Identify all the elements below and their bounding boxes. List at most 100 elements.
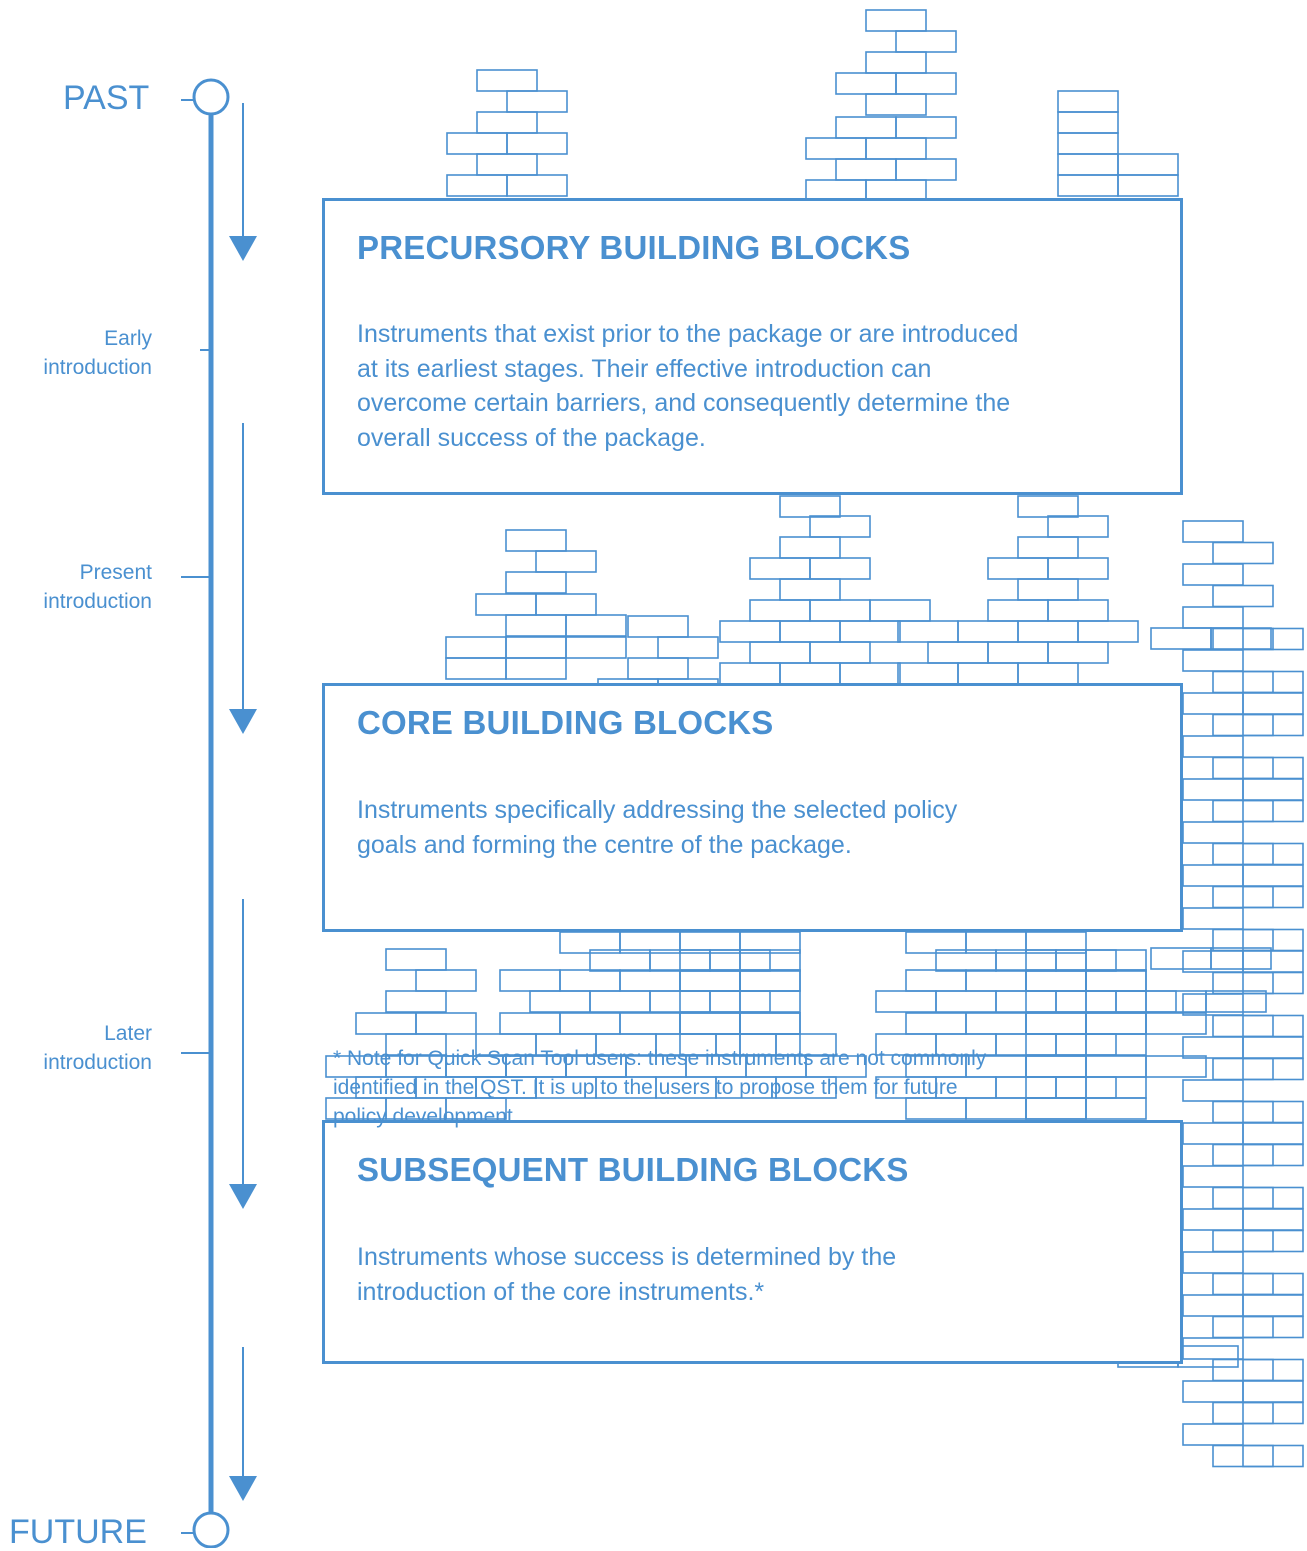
- brick: [476, 153, 538, 176]
- brick: [589, 990, 651, 1013]
- down-arrow-icon: [229, 899, 257, 1209]
- brick: [505, 657, 567, 680]
- brick: [559, 1012, 621, 1035]
- brick: [1077, 620, 1139, 643]
- brick: [1182, 907, 1244, 930]
- brick: [1145, 1012, 1207, 1035]
- brick: [1242, 1036, 1304, 1059]
- brick: [1057, 153, 1119, 176]
- brick: [865, 137, 927, 160]
- brick: [506, 90, 568, 113]
- card-title: CORE BUILDING BLOCKS: [357, 704, 774, 741]
- brick: [897, 620, 959, 643]
- brick: [1182, 735, 1244, 758]
- brick: [1182, 1337, 1244, 1360]
- brick: [535, 550, 597, 573]
- brick: [565, 614, 627, 637]
- brick: [1242, 1143, 1304, 1167]
- brick: [627, 615, 689, 638]
- card-description-line: overcome certain barriers, and consequen…: [357, 389, 1011, 417]
- card-description-line: Instruments specifically addressing the …: [357, 796, 958, 824]
- brick: [1242, 885, 1304, 909]
- brick: [865, 93, 927, 116]
- card-description: Instruments whose success is determined …: [357, 1240, 896, 1309]
- card-description-line: goals and forming the centre of the pack…: [357, 830, 852, 859]
- brick: [505, 636, 567, 659]
- brick: [805, 137, 867, 160]
- brick: [749, 557, 811, 580]
- card-description-line: Instruments whose success is determined …: [357, 1243, 897, 1271]
- brick: [1085, 969, 1147, 992]
- brick: [475, 593, 537, 616]
- brick: [445, 657, 507, 680]
- brick: [529, 990, 591, 1013]
- brick: [506, 132, 568, 155]
- brick: [1182, 1251, 1244, 1274]
- phase-label-line: Early: [104, 327, 152, 350]
- brick: [1047, 599, 1109, 622]
- brick: [1182, 1165, 1244, 1188]
- brick: [905, 1012, 967, 1035]
- brick: [1242, 1444, 1304, 1468]
- brick: [935, 990, 997, 1013]
- brick: [739, 931, 801, 954]
- brick: [739, 1012, 801, 1035]
- brick: [739, 949, 801, 972]
- brick: [415, 1012, 477, 1035]
- card-description-line: at its earliest stages. Their effective …: [357, 354, 932, 383]
- brick: [865, 9, 927, 32]
- brick: [1017, 662, 1079, 685]
- brick: [1210, 947, 1272, 970]
- brick: [749, 641, 811, 664]
- brick: [476, 111, 538, 134]
- brick: [1182, 649, 1244, 672]
- brick: [719, 620, 781, 643]
- brick: [865, 51, 927, 74]
- timeline-start-node: [192, 78, 230, 116]
- brick: [1242, 1229, 1304, 1253]
- brick: [895, 72, 957, 95]
- brick: [1025, 1012, 1087, 1035]
- phase-label-line: introduction: [43, 356, 152, 379]
- phase-label-line: introduction: [43, 1051, 152, 1074]
- brick: [1242, 1401, 1304, 1425]
- brick: [1182, 1079, 1244, 1102]
- phase-label-present: Present introduction: [0, 558, 152, 616]
- brick: [869, 599, 931, 622]
- brick: [1242, 864, 1304, 887]
- brick: [1182, 1423, 1244, 1446]
- brick: [987, 599, 1049, 622]
- brick: [1242, 778, 1304, 801]
- brick: [499, 1012, 561, 1035]
- brick: [1242, 1122, 1304, 1145]
- brick: [1150, 627, 1212, 650]
- brick: [1177, 1345, 1239, 1368]
- brick: [1057, 132, 1119, 155]
- brick: [1057, 111, 1119, 134]
- brick: [1182, 1294, 1244, 1317]
- brick: [1085, 1055, 1147, 1078]
- core-building-blocks-card: CORE BUILDING BLOCKS Instruments specifi…: [322, 683, 1183, 932]
- timeline-end-label: FUTURE: [9, 1513, 147, 1551]
- brick: [739, 1033, 801, 1056]
- brick: [749, 599, 811, 622]
- brick: [897, 662, 959, 685]
- phase-label-line: Later: [104, 1022, 152, 1045]
- brick: [1182, 1380, 1244, 1403]
- brick: [1182, 1036, 1244, 1059]
- card-description: Instruments that exist prior to the pack…: [357, 317, 1018, 455]
- subsequent-building-blocks-card: SUBSEQUENT BUILDING BLOCKS Instruments w…: [322, 1120, 1183, 1364]
- brick: [1212, 584, 1274, 608]
- brick: [679, 969, 741, 992]
- down-arrow-icon: [229, 1347, 257, 1501]
- brick: [965, 1012, 1027, 1035]
- phase-label-line: introduction: [43, 590, 152, 613]
- brick: [835, 158, 897, 181]
- brick: [1242, 713, 1304, 737]
- brick: [1242, 1315, 1304, 1339]
- brick: [1025, 1012, 1087, 1035]
- brick: [739, 990, 801, 1013]
- brick: [385, 1033, 447, 1056]
- brick: [1182, 1122, 1244, 1145]
